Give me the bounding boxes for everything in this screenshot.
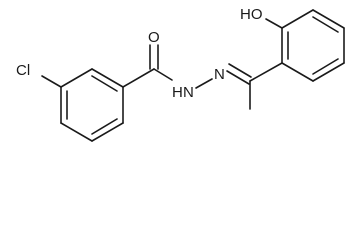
amide-nitrogen-label: N xyxy=(183,84,194,101)
ring-b-bond-3 xyxy=(312,9,345,29)
ring-b-bond-5 xyxy=(312,62,345,82)
ring-a-inner-bond-2 xyxy=(91,118,118,135)
c-cl-bond xyxy=(41,75,62,88)
imine-double-bond-2 xyxy=(228,63,252,78)
imine-to-ring-bond xyxy=(249,62,283,82)
ring-b-inner-bond-3 xyxy=(312,58,339,75)
chlorine-label: Cl xyxy=(16,62,30,79)
ring-a-bond-1 xyxy=(91,68,124,88)
c-oh-bond xyxy=(265,18,283,29)
imine-double-bond-1 xyxy=(226,70,250,85)
ring-b-bond-6 xyxy=(281,62,314,82)
n-n-bond xyxy=(195,78,213,89)
chlorophenyl-ring xyxy=(60,68,124,142)
ring-to-carbonyl-bond xyxy=(122,68,155,88)
ring-a-inner-bond-1 xyxy=(91,75,118,92)
carbonyl-oxygen-label: O xyxy=(148,29,160,46)
amide-hydrogen-label: H xyxy=(172,84,183,101)
chemical-structure: Cl O H N N HO xyxy=(16,6,345,142)
imine-nitrogen-label: N xyxy=(214,66,225,83)
ring-a-bond-3 xyxy=(91,122,124,142)
carbonyl-to-nh-bond xyxy=(153,68,173,81)
ring-b-bond-2 xyxy=(281,9,314,29)
ring-a-bond-6 xyxy=(60,68,93,88)
hydroxyl-label: HO xyxy=(240,6,263,23)
ring-a-bond-4 xyxy=(60,122,93,142)
ring-b-inner-bond-2 xyxy=(312,16,339,33)
hydroxyphenyl-ring xyxy=(281,9,345,82)
